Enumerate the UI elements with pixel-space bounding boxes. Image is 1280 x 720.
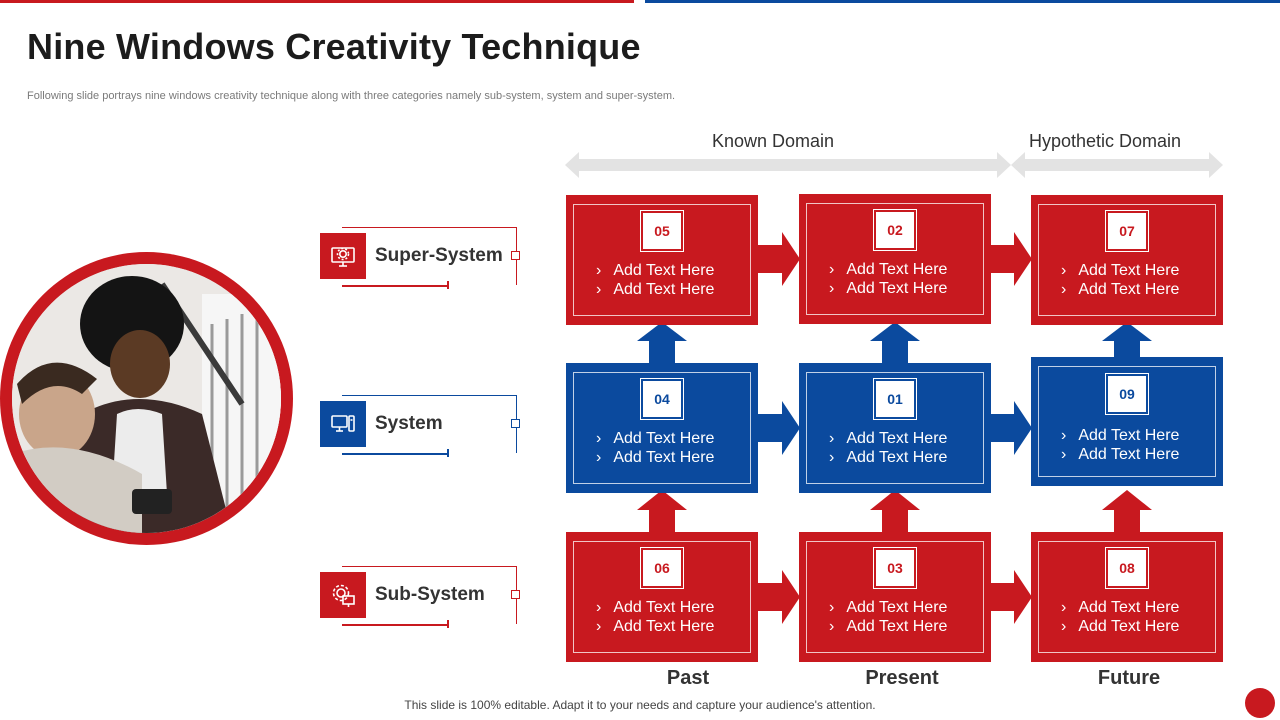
window-box-06: 06 Add Text HereAdd Text Here	[566, 532, 758, 662]
box-text: Add Text Here	[596, 617, 714, 636]
box-number: 05	[640, 210, 684, 252]
box-text: Add Text Here	[596, 261, 714, 280]
row-label-text: Super-System	[375, 245, 503, 266]
window-box-08: 08 Add Text HereAdd Text Here	[1031, 532, 1223, 662]
page-title: Nine Windows Creativity Technique	[27, 26, 641, 67]
box-text: Add Text Here	[1061, 426, 1179, 445]
label-tick	[447, 620, 449, 628]
footer-note: This slide is 100% editable. Adapt it to…	[404, 698, 876, 712]
box-text: Add Text Here	[596, 598, 714, 617]
label-frame-bottom	[342, 624, 449, 626]
box-text: Add Text Here	[829, 429, 947, 448]
people-photo	[12, 264, 281, 533]
row-label-text: Sub-System	[375, 584, 485, 605]
top-bar-red	[0, 0, 634, 3]
row-label-text: System	[375, 413, 443, 434]
window-box-09: 09 Add Text HereAdd Text Here	[1031, 357, 1223, 486]
window-box-01: 01 Add Text HereAdd Text Here	[799, 363, 991, 493]
window-box-07: 07 Add Text HereAdd Text Here	[1031, 195, 1223, 325]
box-number: 02	[873, 209, 917, 251]
label-square	[511, 590, 520, 599]
box-number: 08	[1105, 547, 1149, 589]
box-number: 07	[1105, 210, 1149, 252]
page-subtitle: Following slide portrays nine windows cr…	[27, 90, 676, 102]
window-box-03: 03 Add Text HereAdd Text Here	[799, 532, 991, 662]
label-square	[511, 419, 520, 428]
label-frame-bottom	[342, 453, 449, 455]
box-number: 03	[873, 547, 917, 589]
label-frame-bottom	[342, 285, 449, 287]
box-text: Add Text Here	[829, 279, 947, 298]
box-number: 04	[640, 378, 684, 420]
hypothetic-domain-label: Hypothetic Domain	[1029, 131, 1182, 151]
box-text: Add Text Here	[829, 617, 947, 636]
gear-presentation-icon	[320, 572, 366, 618]
box-number: 06	[640, 547, 684, 589]
box-number: 01	[873, 378, 917, 420]
box-number: 09	[1105, 373, 1149, 415]
photo-ring	[0, 252, 293, 545]
monitor-gear-icon	[320, 233, 366, 279]
box-text: Add Text Here	[829, 448, 947, 467]
box-text: Add Text Here	[1061, 598, 1179, 617]
box-text: Add Text Here	[1061, 280, 1179, 299]
hypothetic-domain-arrow	[1011, 152, 1223, 178]
box-text: Add Text Here	[1061, 617, 1179, 636]
box-text: Add Text Here	[1061, 445, 1179, 464]
box-text: Add Text Here	[596, 448, 714, 467]
column-label-present: Present	[865, 667, 939, 689]
label-square	[511, 251, 520, 260]
window-box-04: 04 Add Text HereAdd Text Here	[566, 363, 758, 493]
window-box-05: 05 Add Text HereAdd Text Here	[566, 195, 758, 325]
computer-icon	[320, 401, 366, 447]
box-text: Add Text Here	[596, 280, 714, 299]
box-text: Add Text Here	[1061, 261, 1179, 280]
top-bar-blue	[645, 0, 1280, 3]
box-text: Add Text Here	[596, 429, 714, 448]
row-label-super-system: Super-System	[320, 227, 520, 289]
column-label-future: Future	[1097, 667, 1161, 689]
box-text: Add Text Here	[829, 598, 947, 617]
label-tick	[447, 281, 449, 289]
known-domain-label: Known Domain	[712, 131, 835, 151]
column-label-past: Past	[666, 667, 710, 689]
row-label-system: System	[320, 395, 520, 457]
box-text: Add Text Here	[829, 260, 947, 279]
label-tick	[447, 449, 449, 457]
row-label-sub-system: Sub-System	[320, 566, 520, 628]
corner-logo-dot	[1245, 688, 1275, 718]
known-domain-arrow	[565, 152, 1011, 178]
window-box-02: 02 Add Text HereAdd Text Here	[799, 194, 991, 324]
